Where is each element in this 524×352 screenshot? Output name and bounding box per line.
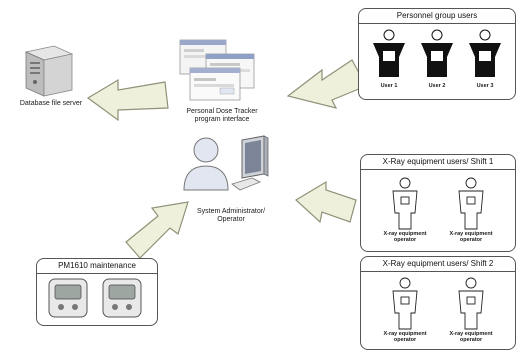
database-server <box>20 42 78 98</box>
dosimeter-devices <box>48 278 142 318</box>
personnel-group-box: Personnel group users User 1 User 2 User… <box>358 8 516 100</box>
user-label-2: User 2 <box>428 83 446 89</box>
shift1-operator-label-2: X-ray equipment operator <box>449 231 493 243</box>
arrow-to-database <box>86 78 169 122</box>
xray-shift1-box: X-Ray equipment users/ Shift 1 X-ray equ… <box>360 154 516 252</box>
admin-figure <box>180 132 290 200</box>
xray-shift1-title: X-Ray equipment users/ Shift 1 <box>361 155 515 170</box>
personnel-figures <box>373 29 501 77</box>
pm1610-box: PM1610 maintenance <box>36 258 158 326</box>
admin-computer-icon <box>183 135 269 191</box>
database-server-label: Database file server <box>19 100 83 107</box>
program-interface-label: Personal Dose Tracker program interface <box>186 108 258 123</box>
dosimeter-icon <box>102 278 142 318</box>
xray-shift2-box: X-Ray equipment users/ Shift 2 X-ray equ… <box>360 256 516 350</box>
user-figure-icon <box>373 29 405 77</box>
pm1610-title: PM1610 maintenance <box>37 259 157 274</box>
arrow-from-personnel <box>286 59 367 109</box>
admin-label: System Administrator/ Operator <box>196 208 266 223</box>
software-window-icon <box>179 39 255 101</box>
arrow-from-pm1610 <box>125 201 189 259</box>
user-label-1: User 1 <box>380 83 398 89</box>
shift1-operator-label-1: X-ray equipment operator <box>383 231 427 243</box>
user-figure-icon <box>421 29 453 77</box>
operator-figure-icon <box>458 177 484 230</box>
shift2-operator-label-1: X-ray equipment operator <box>383 331 427 343</box>
shift1-operator-figures <box>392 177 484 230</box>
shift2-operator-figures <box>392 277 484 330</box>
personnel-group-title: Personnel group users <box>359 9 515 24</box>
user-figure-icon <box>469 29 501 77</box>
shift2-operator-label-2: X-ray equipment operator <box>449 331 493 343</box>
arrow-from-shift1 <box>295 180 357 224</box>
operator-figure-icon <box>458 277 484 330</box>
operator-figure-icon <box>392 277 418 330</box>
program-interface-screens <box>176 38 264 104</box>
operator-figure-icon <box>392 177 418 230</box>
server-icon <box>24 45 74 97</box>
user-label-3: User 3 <box>476 83 494 89</box>
dosimeter-icon <box>48 278 88 318</box>
xray-shift2-title: X-Ray equipment users/ Shift 2 <box>361 257 515 272</box>
